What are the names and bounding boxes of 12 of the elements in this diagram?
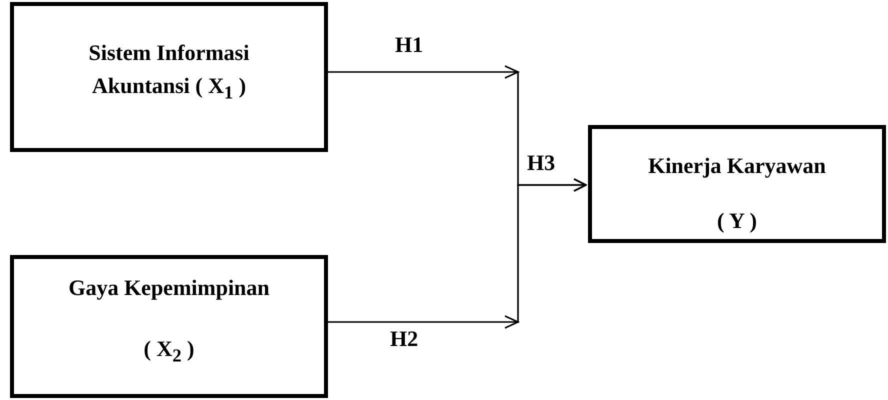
hypothesis-label: H3 — [527, 150, 556, 176]
box-text: ( Y ) — [717, 207, 757, 235]
box-text: Gaya Kepemimpinan — [68, 274, 270, 302]
box-text: Sistem Informasi Akuntansi ( X$_{1}$ ) — [88, 39, 250, 104]
variable-box — [588, 125, 886, 243]
box-text: ( X$_{2}$ ) — [144, 335, 194, 368]
edge-label: H1 — [395, 32, 424, 58]
box-text: Kinerja Karyawan — [648, 152, 826, 180]
variable-box — [10, 2, 328, 152]
arrow — [328, 178, 587, 329]
edge-label: H2 — [390, 326, 418, 352]
variable-box — [10, 255, 328, 398]
